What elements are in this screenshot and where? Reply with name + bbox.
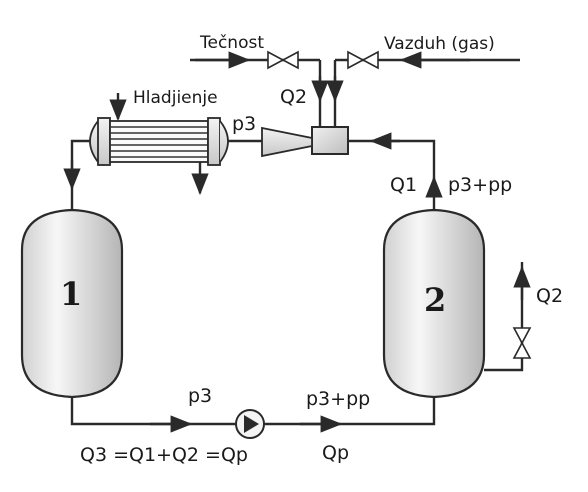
vessel-2 — [382, 208, 486, 399]
p3-pp-bottom-label: p3+pp — [306, 388, 370, 410]
heat-exchanger — [89, 117, 229, 166]
vessel-2-label: 2 — [424, 281, 446, 319]
q2-right-label: Q2 — [536, 285, 563, 307]
q3-equation-label: Q3 =Q1+Q2 =Qp — [80, 444, 248, 466]
q1-label: Q1 — [390, 174, 417, 196]
qp-label: Qp — [322, 442, 349, 464]
ejector-nozzle — [261, 126, 313, 158]
vessel-1-label: 1 — [60, 275, 82, 313]
air-valve-icon — [347, 50, 379, 70]
liquid-inlet-label: Tečnost — [199, 33, 264, 53]
bleed-valve-icon — [512, 327, 532, 359]
pump-icon — [235, 409, 265, 439]
mixer-box — [311, 126, 349, 155]
p3-bottom-label: p3 — [188, 385, 212, 407]
q2-top-label: Q2 — [280, 86, 307, 108]
liquid-valve-icon — [267, 50, 299, 70]
p3-pp-right-label: p3+pp — [448, 174, 512, 196]
hx-to-vessel1-pipe — [70, 139, 90, 210]
air-inlet-label: Vazduh (gas) — [384, 34, 495, 54]
p3-top-label: p3 — [232, 113, 256, 135]
cooling-label: Hladjienje — [133, 88, 218, 108]
vessel-1 — [20, 208, 124, 399]
